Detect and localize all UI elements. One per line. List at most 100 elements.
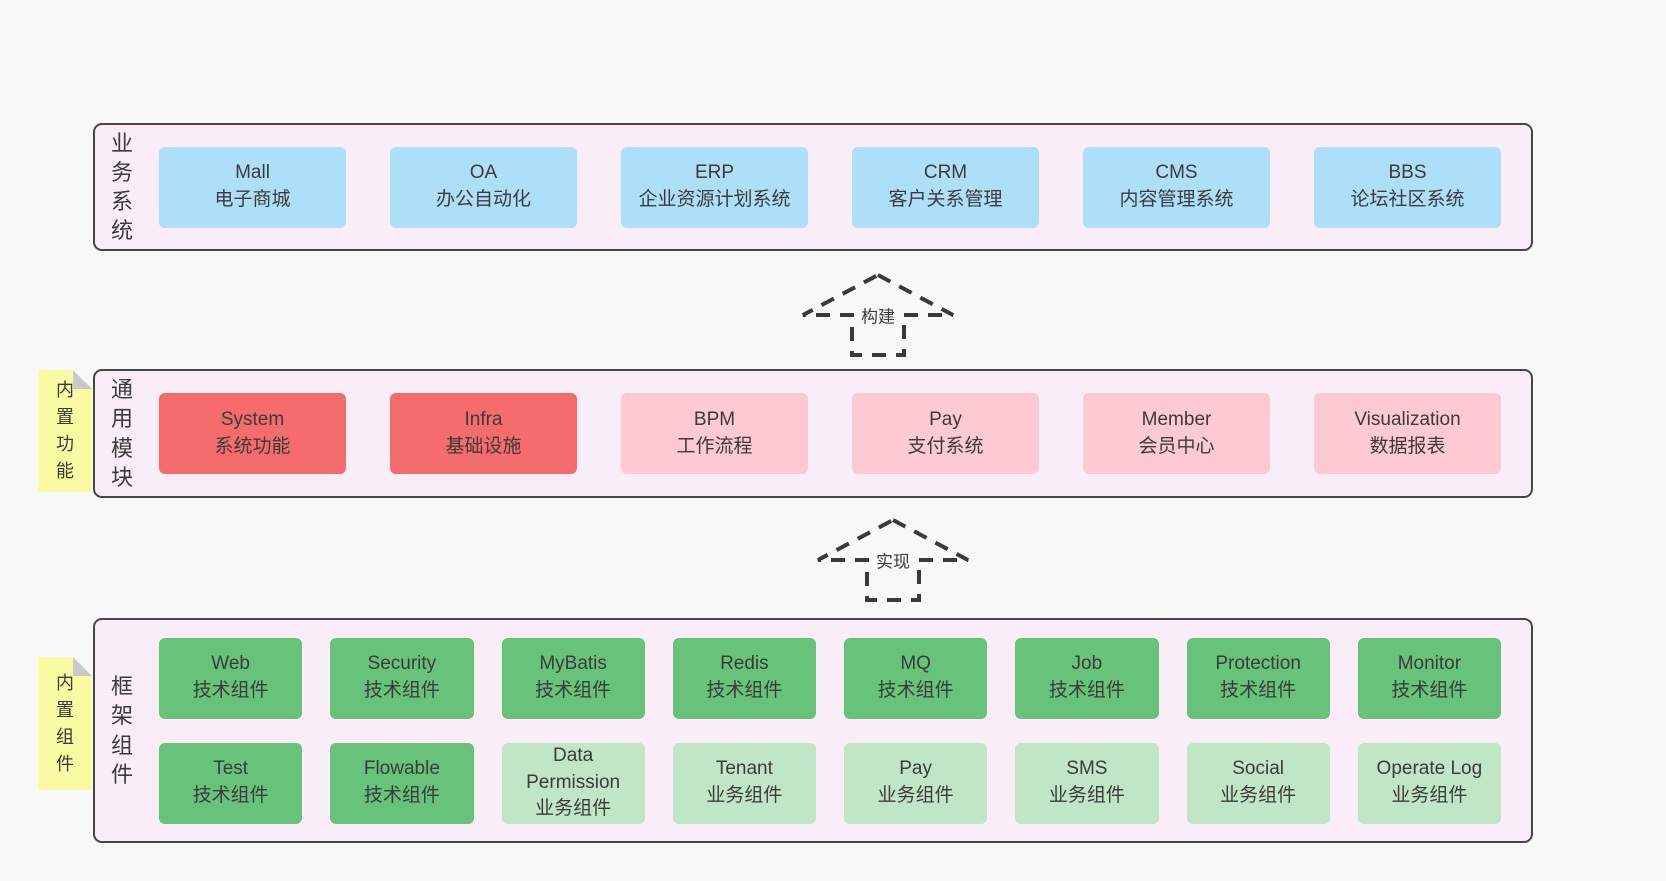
- box-subtitle: 技术组件: [1391, 680, 1468, 701]
- box-subtitle: 客户关系管理: [888, 189, 1003, 210]
- box-mall: Mall 电子商城: [159, 146, 346, 228]
- box-subtitle: 数据报表: [1369, 435, 1446, 457]
- box-subtitle: 技术组件: [1048, 680, 1125, 701]
- box-title: Operate Log: [1376, 758, 1483, 780]
- dashed-up-arrow-icon: [817, 517, 969, 602]
- box-visualization: Visualization 数据报表: [1314, 393, 1501, 474]
- box-bbs: BBS 论坛社区系统: [1314, 146, 1501, 228]
- box-subtitle: 支付系统: [907, 435, 984, 457]
- box-title: Protection: [1215, 653, 1301, 675]
- note-text: 内置组件: [56, 672, 74, 774]
- box-subtitle: 业务组件: [1048, 785, 1125, 806]
- box-social: Social 业务组件: [1186, 742, 1330, 824]
- box-subtitle: 业务组件: [1391, 785, 1468, 806]
- box-operate-log: Operate Log 业务组件: [1357, 742, 1501, 824]
- note-fold-corner: [73, 370, 92, 389]
- box-title: Social: [1232, 758, 1284, 780]
- box-security: Security 技术组件: [330, 637, 474, 719]
- box-title: ERP: [694, 162, 735, 184]
- component-boxes-row-1: Web 技术组件 Security 技术组件 MyBatis 技术组件 Redi…: [159, 637, 1501, 719]
- box-subtitle: 会员中心: [1138, 435, 1215, 457]
- box-title: CMS: [1155, 162, 1198, 184]
- box-title: SMS: [1066, 758, 1108, 780]
- box-title: MyBatis: [539, 653, 607, 675]
- arrow-build: 构建: [795, 271, 961, 359]
- arrow-implement: 实现: [810, 516, 976, 604]
- module-boxes-row: System 系统功能 Infra 基础设施 BPM 工作流程 Pay 支付系统…: [135, 393, 1531, 474]
- box-subtitle: 业务组件: [1220, 785, 1297, 806]
- box-pay: Pay 支付系统: [852, 393, 1039, 474]
- box-protection: Protection 技术组件: [1186, 637, 1330, 719]
- box-title: Data Permission: [526, 745, 621, 793]
- box-title: Web: [211, 653, 250, 675]
- band-label-framework-components: 框架组件: [110, 674, 133, 787]
- box-erp: ERP 企业资源计划系统: [621, 146, 808, 228]
- box-title: CRM: [923, 162, 968, 184]
- box-title: Job: [1071, 653, 1103, 675]
- box-pay-biz: Pay 业务组件: [844, 742, 988, 824]
- box-subtitle: 工作流程: [676, 435, 753, 457]
- sticky-note-built-in-components: 内置组件: [38, 657, 92, 790]
- box-subtitle: 技术组件: [192, 680, 269, 701]
- box-flowable: Flowable 技术组件: [330, 742, 474, 824]
- sticky-note-built-in-features: 内置功能: [38, 370, 92, 492]
- box-subtitle: 技术组件: [192, 785, 269, 806]
- box-subtitle: 论坛社区系统: [1350, 189, 1465, 210]
- box-mybatis: MyBatis 技术组件: [501, 637, 645, 719]
- note-fold-corner: [73, 657, 92, 676]
- box-subtitle: 技术组件: [363, 680, 440, 701]
- component-rows: Web 技术组件 Security 技术组件 MyBatis 技术组件 Redi…: [135, 637, 1531, 824]
- business-boxes-row: Mall 电子商城 OA 办公自动化 ERP 企业资源计划系统 CRM 客户关系…: [135, 146, 1531, 228]
- box-subtitle: 技术组件: [877, 680, 954, 701]
- box-title: Flowable: [363, 758, 440, 780]
- box-title: Security: [367, 653, 437, 675]
- band-label-common-modules: 通用模块: [110, 377, 133, 490]
- box-redis: Redis 技术组件: [672, 637, 816, 719]
- box-subtitle: 内容管理系统: [1119, 189, 1234, 210]
- box-subtitle: 系统功能: [214, 435, 291, 457]
- box-title: OA: [469, 162, 498, 184]
- box-web: Web 技术组件: [159, 637, 303, 719]
- box-subtitle: 基础设施: [445, 435, 522, 457]
- box-title: Test: [213, 758, 249, 780]
- box-subtitle: 业务组件: [877, 785, 954, 806]
- dashed-up-arrow-icon: [802, 272, 954, 357]
- box-title: Visualization: [1354, 408, 1461, 430]
- band-framework-components: 框架组件 Web 技术组件 Security 技术组件 MyBatis 技术组件…: [93, 618, 1533, 843]
- band-label-business-systems: 业务系统: [110, 130, 133, 244]
- component-boxes-row-2: Test 技术组件 Flowable 技术组件 Data Permission …: [159, 742, 1501, 824]
- box-subtitle: 办公自动化: [435, 189, 531, 210]
- box-sms: SMS 业务组件: [1015, 742, 1159, 824]
- note-text: 内置功能: [56, 380, 74, 481]
- arrow-implement-label: 实现: [873, 546, 913, 574]
- box-title: Pay: [899, 758, 932, 780]
- box-subtitle: 技术组件: [535, 680, 612, 701]
- box-title: Infra: [464, 408, 503, 430]
- box-subtitle: 技术组件: [706, 680, 783, 701]
- box-title: Tenant: [715, 758, 773, 780]
- box-title: Member: [1141, 408, 1212, 430]
- box-title: Redis: [720, 653, 769, 675]
- box-title: BPM: [693, 408, 736, 430]
- box-tenant: Tenant 业务组件: [672, 742, 816, 824]
- box-subtitle: 技术组件: [363, 785, 440, 806]
- band-business-systems: 业务系统 Mall 电子商城 OA 办公自动化 ERP 企业资源计划系统 CRM…: [93, 123, 1533, 251]
- box-data-permission: Data Permission 业务组件: [501, 742, 645, 824]
- box-job: Job 技术组件: [1015, 637, 1159, 719]
- box-title: MQ: [900, 653, 931, 675]
- box-infra: Infra 基础设施: [390, 393, 577, 474]
- box-monitor: Monitor 技术组件: [1357, 637, 1501, 719]
- box-title: System: [220, 408, 285, 430]
- box-title: Monitor: [1397, 653, 1462, 675]
- box-subtitle: 企业资源计划系统: [638, 189, 791, 210]
- box-title: Pay: [929, 408, 962, 430]
- box-subtitle: 技术组件: [1220, 680, 1297, 701]
- box-cms: CMS 内容管理系统: [1083, 146, 1270, 228]
- box-member: Member 会员中心: [1083, 393, 1270, 474]
- box-title: Mall: [235, 162, 270, 184]
- box-test: Test 技术组件: [159, 742, 303, 824]
- box-subtitle: 业务组件: [535, 798, 612, 820]
- box-subtitle: 电子商城: [214, 189, 291, 210]
- box-title: BBS: [1388, 162, 1427, 184]
- box-oa: OA 办公自动化: [390, 146, 577, 228]
